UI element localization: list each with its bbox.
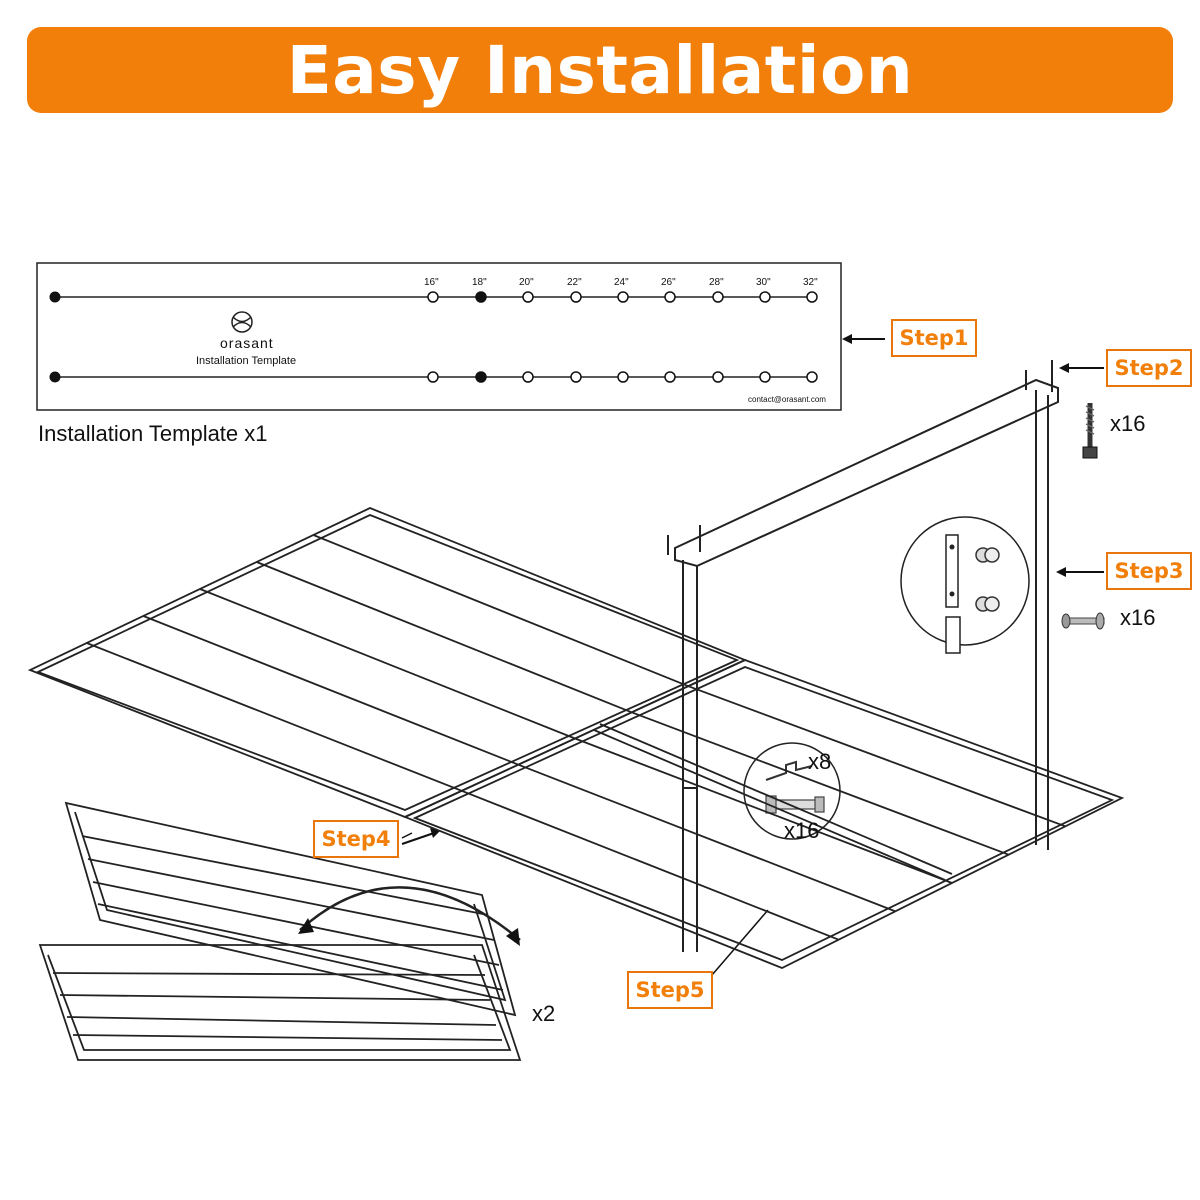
template-hole	[759, 371, 771, 383]
step1-label: Step1	[891, 319, 977, 357]
template-spacing-label: 16"	[424, 277, 439, 288]
deck-slat	[143, 615, 519, 766]
deck-slat	[593, 729, 946, 881]
template-hole	[712, 291, 724, 303]
template-spacing-label: 24"	[614, 277, 629, 288]
lag-screw-icon	[1082, 403, 1098, 459]
page-title: Easy Installation	[286, 31, 914, 109]
deck-slat	[599, 723, 953, 875]
template-holes	[427, 291, 818, 383]
extra-panels	[38, 801, 522, 1061]
step5-label: Step5	[627, 971, 713, 1009]
deck-slat	[35, 514, 740, 811]
template-hole	[664, 371, 676, 383]
carriage-bolt-icon	[1061, 612, 1105, 630]
template-brand: orasant	[220, 335, 274, 351]
template-contact: contact@orasant.com	[748, 395, 826, 404]
template-hole	[475, 371, 487, 383]
template-hole	[522, 371, 534, 383]
template-title: Installation Template	[196, 355, 297, 367]
template-spacing-label: 30"	[756, 277, 771, 288]
deck-slat	[461, 789, 839, 941]
deck-slat	[631, 711, 1009, 856]
step4-label: Step4	[313, 820, 399, 858]
step3-label: Step3	[1106, 552, 1192, 590]
deck-slat	[518, 763, 896, 913]
template-hole	[475, 291, 487, 303]
template-hole	[617, 371, 629, 383]
template-hole	[427, 291, 439, 303]
template-spacing-label: 26"	[661, 277, 676, 288]
template-spacing-label: 20"	[519, 277, 534, 288]
carriage-bolt-qty: x16	[1120, 605, 1156, 630]
template-hole	[806, 371, 818, 383]
bolt-detail-zoom	[900, 516, 1030, 654]
template-hole	[427, 371, 439, 383]
shelf-deck	[27, 507, 1125, 969]
template-hole	[759, 291, 771, 303]
template-hole	[522, 291, 534, 303]
lag-screw-qty: x16	[1110, 411, 1146, 436]
bracket-qty: x8	[808, 749, 832, 774]
installation-template-card	[36, 262, 842, 411]
hex-bolt-qty: x16	[784, 818, 820, 843]
deck-slat	[199, 588, 576, 740]
deck-slat	[688, 685, 1066, 828]
template-spacing-label: 22"	[567, 277, 582, 288]
template-spacing-label: 18"	[472, 277, 487, 288]
deck-slat	[574, 737, 953, 884]
step2-label: Step2	[1106, 349, 1192, 387]
deck-slat	[86, 642, 462, 792]
template-hole	[570, 371, 582, 383]
template-hole	[570, 291, 582, 303]
template-caption: Installation Template x1	[38, 421, 268, 446]
deck-slat	[312, 534, 689, 688]
panel-qty: x2	[532, 1001, 556, 1026]
deck-slat	[412, 666, 1115, 961]
ceiling-frame	[667, 360, 1059, 952]
template-spacing-label: 32"	[803, 277, 818, 288]
header-banner: Easy Installation	[27, 27, 1173, 113]
bracket-detail-zoom	[743, 742, 841, 840]
template-hole	[664, 291, 676, 303]
template-spacing-label: 28"	[709, 277, 724, 288]
template-hole	[806, 291, 818, 303]
template-hole	[617, 291, 629, 303]
template-hole	[712, 371, 724, 383]
orasant-logo-icon	[231, 311, 253, 333]
deck-slat	[256, 561, 633, 714]
